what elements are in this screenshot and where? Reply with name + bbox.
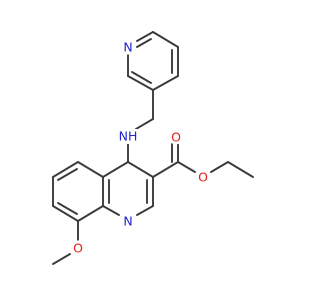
quinoline-nitrogen-label: N <box>123 214 132 229</box>
bond <box>127 75 154 91</box>
methoxy-oxygen: O <box>70 240 86 256</box>
bond <box>136 31 154 42</box>
molecule-structure: N NH N O O O <box>52 31 254 265</box>
bond <box>136 38 152 48</box>
bond <box>152 75 179 91</box>
bond <box>52 253 71 265</box>
bond <box>77 205 104 222</box>
bond <box>136 205 154 216</box>
pyridine-nitrogen: N <box>120 39 136 55</box>
bond <box>102 205 120 216</box>
bond <box>152 31 179 48</box>
methoxy-oxygen-label: O <box>73 241 83 256</box>
bonds <box>52 31 254 265</box>
ester-oxygen-label: O <box>198 170 208 185</box>
bond <box>131 71 152 84</box>
bond <box>177 161 196 173</box>
bond <box>57 202 78 215</box>
carbonyl-oxygen: O <box>168 129 184 145</box>
amine-nh-label: NH <box>119 129 138 144</box>
atom-labels: N NH N O O O <box>70 39 211 256</box>
carbonyl-oxygen-label: O <box>171 130 181 145</box>
bond <box>135 118 154 130</box>
bond <box>57 168 78 181</box>
bond <box>52 205 79 222</box>
bond <box>227 161 254 178</box>
amine-nh: NH <box>118 129 140 144</box>
bond <box>102 161 129 178</box>
bond <box>52 161 79 178</box>
bond <box>77 161 104 178</box>
quinoline-nitrogen: N <box>120 213 136 229</box>
bond <box>127 161 154 178</box>
pyridine-nitrogen-label: N <box>123 40 132 55</box>
ester-oxygen: O <box>195 169 211 185</box>
bond <box>152 161 179 178</box>
bond <box>210 161 229 173</box>
